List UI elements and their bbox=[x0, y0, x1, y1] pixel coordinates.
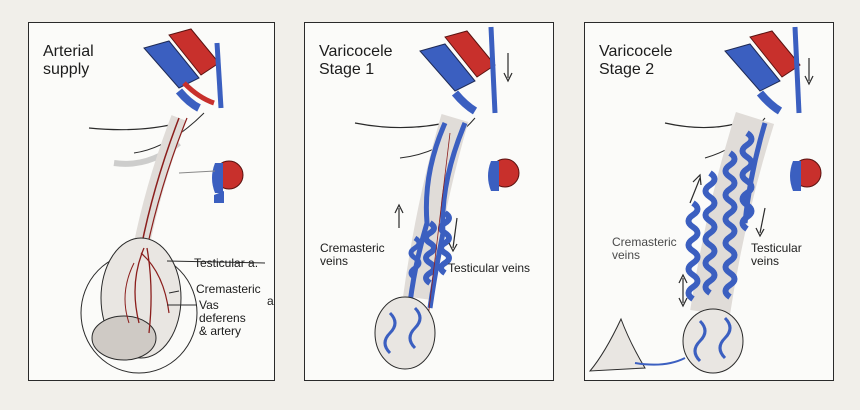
panel-title: Arterial supply bbox=[43, 43, 94, 78]
testicular-veins-label: Testicular veins bbox=[448, 261, 531, 275]
cremasteric-abbr-label: a bbox=[267, 294, 274, 308]
varicocele-stage-1-illustration bbox=[354, 26, 520, 370]
testis bbox=[80, 237, 198, 374]
testicular-veins-label: Testicular veins bbox=[751, 241, 802, 268]
cremasteric-veins-label: Cremasteric veins bbox=[612, 235, 677, 262]
major-vessels bbox=[724, 26, 802, 115]
varicocele-stage-2-panel: Varicocele Stage 2 Cremasteric veins Tes… bbox=[584, 22, 834, 381]
panel-title: Varicocele Stage 1 bbox=[319, 43, 393, 78]
vas-deferens-label: Vas deferens & artery bbox=[199, 298, 246, 338]
flow-arrows bbox=[678, 58, 814, 308]
major-vessels bbox=[143, 28, 224, 112]
cremasteric-veins-label: Cremasteric veins bbox=[320, 241, 385, 268]
flow-arrows bbox=[394, 53, 513, 253]
varicocele-stage-1-panel: Varicocele Stage 1 Cremasteric veins Tes… bbox=[304, 22, 554, 381]
cremasteric-label: Cremasteric bbox=[196, 282, 261, 296]
testis bbox=[374, 296, 436, 370]
arterial-supply-panel: Arterial supply Testicular a. Cremasteri… bbox=[28, 22, 275, 381]
testis bbox=[588, 308, 744, 374]
cut-vessel bbox=[178, 160, 244, 203]
varicocele-stage-2-illustration bbox=[588, 26, 822, 374]
cut-vessel bbox=[488, 158, 520, 191]
panel-title: Varicocele Stage 2 bbox=[599, 43, 673, 78]
major-vessels bbox=[419, 26, 498, 115]
cut-vessel bbox=[790, 158, 822, 191]
arterial-supply-illustration bbox=[80, 28, 266, 374]
testicular-artery-label: Testicular a. bbox=[194, 256, 259, 270]
